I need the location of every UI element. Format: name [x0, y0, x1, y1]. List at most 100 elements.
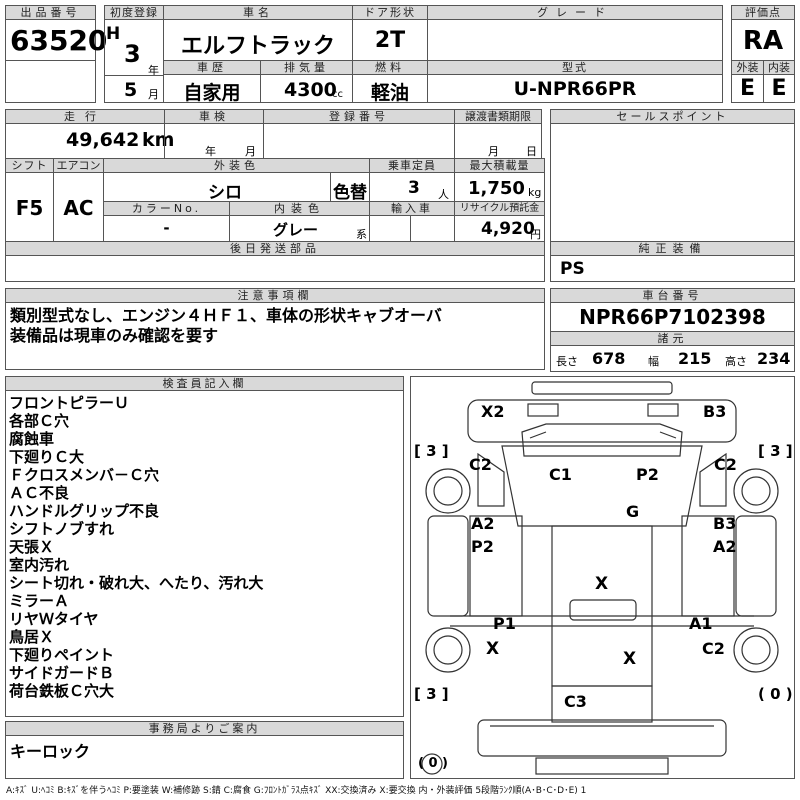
truck-diagram: [421, 381, 779, 775]
displacement-unit: cc: [332, 89, 343, 100]
inspector-line: 下廻りＣ大: [9, 448, 85, 466]
mark-p1: P1: [493, 614, 516, 633]
mark-a2-left: A2: [471, 514, 495, 533]
mark-c1: C1: [549, 465, 572, 484]
wheel-rear-left: [425, 627, 471, 673]
width: 215: [678, 349, 712, 368]
delivery-box: [5, 255, 545, 282]
mark-a2-right: A2: [713, 537, 737, 556]
length-label: 長さ: [556, 355, 578, 368]
ext-color: シロ: [208, 183, 242, 203]
sales-point-box: [550, 123, 795, 242]
mark-c2-right: C2: [714, 455, 737, 474]
inspector-line: ハンドルグリップ不良: [9, 502, 160, 520]
int-color-label: 内装色: [229, 201, 370, 216]
right-door-outline: [699, 452, 727, 507]
capacity-unit: 人: [438, 188, 449, 201]
inspector-line: 腐蝕車: [9, 430, 55, 448]
notes-box: [5, 302, 545, 370]
notes-line: 装備品は現車のみ確認を要す: [10, 326, 219, 345]
history-label: 車歴: [163, 60, 261, 75]
model-label: 型式: [427, 60, 723, 75]
year-unit: 年: [148, 64, 159, 77]
tire-rear-right: ( 0 ): [758, 685, 793, 703]
mark-c3: C3: [564, 692, 587, 711]
car-name-label: 車名: [163, 5, 353, 20]
inspector-line: 天張Ｘ: [9, 538, 55, 556]
mark-p2-center: P2: [636, 465, 659, 484]
max-load-unit: kg: [528, 186, 542, 199]
month-unit: 月: [148, 88, 159, 101]
office-value: キーロック: [10, 742, 91, 761]
exterior-label: 外装: [731, 60, 764, 75]
history: 自家用: [183, 82, 241, 104]
color-no-label: カラーNo.: [103, 201, 230, 216]
inspection-label: 車検: [164, 109, 264, 124]
score-label: 評価点: [731, 5, 795, 20]
lot-no: 63520: [10, 24, 108, 57]
wheel-front-left: [425, 468, 471, 514]
lot-blank-box: [5, 60, 96, 103]
transfer-label: 譲渡書類期限: [454, 109, 542, 124]
hub-front-left: [433, 476, 463, 506]
width-label: 幅: [648, 355, 659, 368]
mark-g: G: [626, 502, 640, 521]
mark-p2-left: P2: [471, 537, 494, 556]
rear-bumper-outline: [477, 719, 727, 757]
shift-label: シフト: [5, 158, 54, 173]
front-panel-right: [647, 403, 679, 417]
genuine-label: 純正装備: [550, 241, 795, 256]
fuel: 軽油: [370, 82, 409, 104]
inspector-line: 荷台鉄板Ｃ穴大: [9, 682, 115, 700]
legend-text: A:ｷｽﾞ U:ﾍｺﾐ B:ｷｽﾞを伴うﾍｺﾐ P:要塗装 W:補修跡 S:錆 …: [6, 786, 587, 796]
genuine-box: [550, 255, 795, 282]
right-side-panel: [735, 515, 777, 617]
tire-rear-left: [ 3 ]: [414, 685, 449, 703]
rear-step-outline: [535, 757, 669, 775]
tire-front-left: [ 3 ]: [414, 442, 449, 460]
inspector-box: [5, 390, 404, 717]
door-type: 2T: [374, 28, 406, 53]
tire-front-right: [ 3 ]: [758, 442, 793, 460]
notes-line: 類別型式なし、エンジン４ＨＦ１、車体の形状キャブオーバ: [10, 306, 442, 325]
recycle-unit: 円: [530, 228, 541, 241]
recycle-label: リサイクル預託金: [454, 201, 545, 216]
interior-box: [763, 74, 795, 103]
era: H: [106, 24, 121, 44]
car-name: エルフトラック: [180, 34, 335, 59]
ext-color-label: 外装色: [103, 158, 370, 173]
int-color-suffix: 系: [356, 228, 367, 241]
cab-front-outline: [521, 423, 683, 457]
length: 678: [592, 349, 626, 368]
inspector-line: Ｆクロスメンバ－Ｃ穴: [9, 466, 160, 484]
fuel-label: 燃料: [352, 60, 428, 75]
front-bumper-outline: [531, 381, 673, 395]
mark-x2: X2: [481, 402, 505, 421]
inspector-line: 各部Ｃ穴: [9, 412, 70, 430]
sales-point-label: セールスポイント: [550, 109, 795, 124]
reg-no-label: 登録番号: [263, 109, 455, 124]
mark-c2-lower-right: C2: [702, 639, 725, 658]
color-change-divider: [330, 172, 370, 202]
inspector-label: 検査員記入欄: [5, 376, 404, 391]
inspection-year-unit: 年: [205, 145, 216, 158]
hub-rear-left: [433, 635, 463, 665]
color-change: 色替: [333, 183, 367, 203]
interior-label: 内装: [763, 60, 795, 75]
model-box: [427, 74, 723, 103]
notes-label: 注意事項欄: [5, 288, 545, 303]
import-divider: [410, 215, 455, 242]
displacement-label: 排気量: [260, 60, 353, 75]
mileage: 49,642: [66, 129, 140, 151]
cab-roof-outline: [467, 399, 737, 443]
aircon: AC: [63, 196, 94, 220]
ac-label: エアコン: [53, 158, 104, 173]
inspector-line: フロントピラーＵ: [9, 394, 130, 412]
mark-x-left: X: [486, 639, 500, 659]
left-door-outline: [477, 452, 505, 507]
mileage-label: 走行: [5, 109, 165, 124]
mark-x-lower: X: [623, 649, 637, 669]
int-color: グレー: [273, 221, 319, 239]
cargo-bed-outline: [551, 525, 653, 687]
max-load: 1,750: [468, 178, 525, 199]
